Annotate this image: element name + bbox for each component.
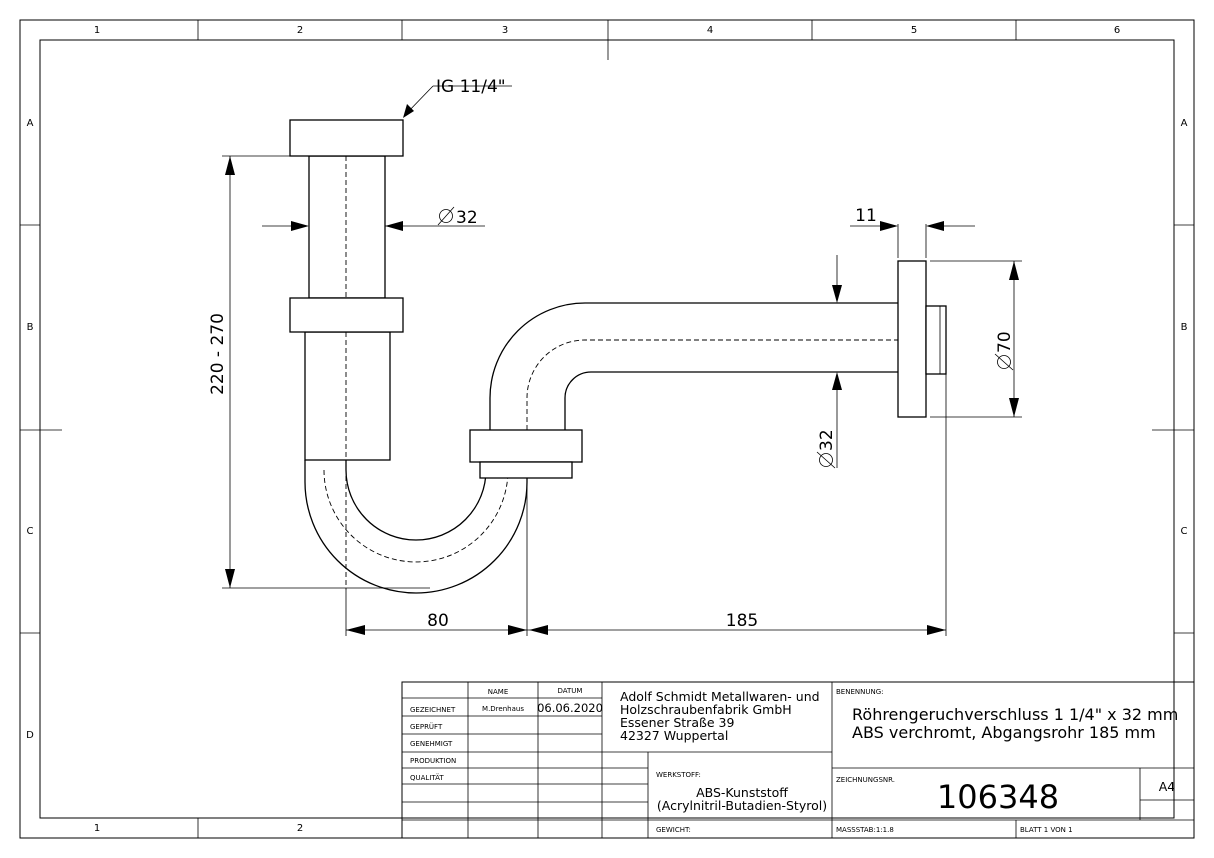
diameter-32-top: 32 xyxy=(437,206,478,228)
right-union-nut xyxy=(469,429,583,463)
benennung-line-2: ABS verchromt, Abgangsrohr 185 mm xyxy=(852,723,1156,742)
outlet-length-dimension: 185 xyxy=(726,611,758,631)
benennung-line-1: Röhrengeruchverschluss 1 1/4" x 32 mm xyxy=(852,705,1178,724)
title-block xyxy=(401,681,1195,839)
row-label-genehmigt: GENEHMIGT xyxy=(410,740,453,748)
zone-bottom-col-1: 1 xyxy=(94,823,100,834)
outlet-diameter-value: 32 xyxy=(817,429,837,451)
offset-dimension: 80 xyxy=(427,611,449,631)
zone-bottom-col-2: 2 xyxy=(297,823,303,834)
header-date: DATUM xyxy=(558,687,583,695)
company-line-4: 42327 Wuppertal xyxy=(620,728,728,743)
vertical-pipe-upper xyxy=(308,155,386,299)
werkstoff-line-2: (Acrylnitril-Butadien-Styrol) xyxy=(657,798,827,813)
pipe-diameter-top-value: 32 xyxy=(456,208,478,228)
zone-row-a-right: A xyxy=(1181,118,1188,129)
thread-label: IG 11/4" xyxy=(436,77,506,97)
wall-flange xyxy=(897,260,927,418)
flange-diameter-value: 70 xyxy=(995,331,1015,353)
zeichnungsnr-label: ZEICHNUNGSNR. xyxy=(836,776,895,784)
zone-row-c-right: C xyxy=(1181,526,1188,537)
company-line-1: Adolf Schmidt Metallwaren- und xyxy=(620,689,820,704)
zone-row-b-left: B xyxy=(27,322,34,333)
werkstoff-label: WERKSTOFF: xyxy=(656,771,701,779)
row-label-qualitaet: QUALITÄT xyxy=(410,773,444,782)
werkstoff-line-1: ABS-Kunststoff xyxy=(696,785,788,800)
zone-row-c-left: C xyxy=(27,526,34,537)
zone-col-5: 5 xyxy=(911,25,917,36)
zone-grid xyxy=(20,20,1194,838)
diameter-70: 70 xyxy=(994,331,1015,371)
right-union-ring xyxy=(479,461,573,479)
benennung-label: BENENNUNG: xyxy=(836,688,884,696)
zone-row-d-left: D xyxy=(26,730,34,741)
middle-nut xyxy=(289,297,404,333)
header-name: NAME xyxy=(488,688,509,696)
zone-col-2: 2 xyxy=(297,25,303,36)
zone-col-6: 6 xyxy=(1114,25,1120,36)
company-line-2: Holzschraubenfabrik GmbH xyxy=(620,702,792,717)
row-date-gezeichnet: 06.06.2020 xyxy=(537,701,603,715)
row-label-gezeichnet: GEZEICHNET xyxy=(410,706,456,714)
zone-row-a-left: A xyxy=(27,118,34,129)
blatt-label: BLATT 1 VON 1 xyxy=(1020,826,1073,834)
diameter-32-outlet: 32 xyxy=(816,429,837,469)
height-dimension: 220 - 270 xyxy=(208,313,228,395)
massstab-label: MASSSTAB:1:1.8 xyxy=(836,826,894,834)
flange-thickness-dimension: 11 xyxy=(855,206,877,226)
zone-row-b-right: B xyxy=(1181,322,1188,333)
row-label-produktion: PRODUKTION xyxy=(410,757,456,765)
gewicht-label: GEWICHT: xyxy=(656,826,691,834)
inner-frame xyxy=(39,39,1175,819)
vertical-pipe-lower xyxy=(304,331,391,461)
drawing-number: 106348 xyxy=(937,778,1059,816)
siphon-drawing xyxy=(289,119,947,594)
zone-col-4: 4 xyxy=(707,25,713,36)
paper-format: A4 xyxy=(1159,779,1176,794)
outlet-end xyxy=(925,305,947,375)
company-line-3: Essener Straße 39 xyxy=(620,715,734,730)
row-name-gezeichnet: M.Drenhaus xyxy=(482,705,524,713)
zone-col-3: 3 xyxy=(502,25,508,36)
zone-col-1: 1 xyxy=(94,25,100,36)
dimension-lines xyxy=(222,85,1022,636)
row-label-geprueft: GEPRÜFT xyxy=(410,722,443,731)
top-nut xyxy=(289,119,404,157)
